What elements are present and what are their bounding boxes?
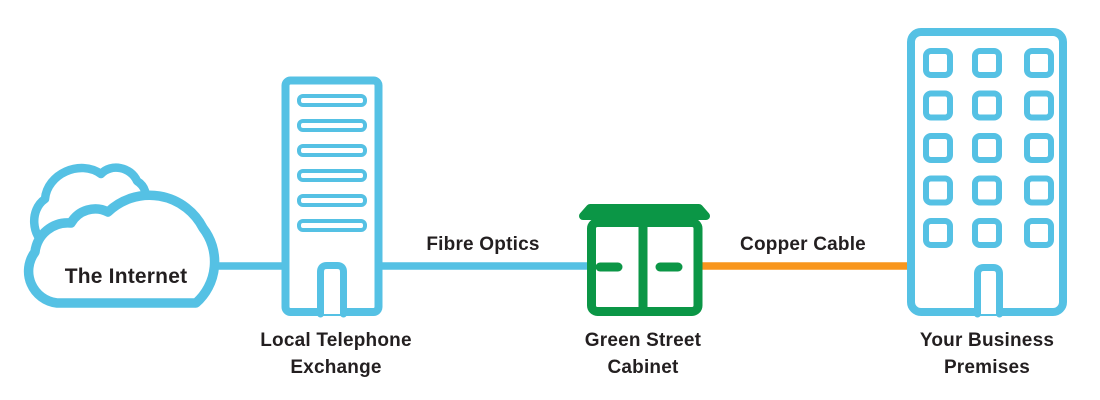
premises-window <box>923 218 953 248</box>
premises-window <box>1024 133 1054 163</box>
telephone-exchange-building-icon <box>281 76 383 318</box>
cloud-front-puff <box>23 190 220 308</box>
internet-cloud-icon <box>23 163 220 308</box>
premises-window <box>1024 218 1054 248</box>
internet-label: The Internet <box>64 265 188 288</box>
exchange-window-slat <box>297 119 367 132</box>
exchange-window-slat <box>297 144 367 157</box>
copper-cable-label: Copper Cable <box>740 234 866 255</box>
premises-door <box>974 264 1003 318</box>
premises-label: Your Business Premises <box>919 330 1055 378</box>
fibre-optics-label: Fibre Optics <box>426 234 540 255</box>
premises-window <box>972 90 1002 121</box>
cabinet-label: Green Street Cabinet <box>584 330 702 378</box>
premises-window <box>923 90 953 121</box>
exchange-window-slat <box>297 194 367 207</box>
premises-window <box>1024 48 1054 78</box>
cloud-back-puff <box>30 163 150 249</box>
premises-window <box>923 133 953 163</box>
exchange-window-slat <box>297 219 367 232</box>
premises-window <box>923 175 953 206</box>
street-cabinet-icon <box>579 204 710 316</box>
premises-window <box>972 218 1002 248</box>
premises-window <box>1024 175 1054 206</box>
premises-window <box>972 175 1002 206</box>
exchange-window-slat <box>297 94 367 107</box>
exchange-door <box>317 262 347 318</box>
exchange-window-slat <box>297 169 367 182</box>
premises-window <box>972 133 1002 163</box>
exchange-label: Local Telephone Exchange <box>260 330 412 378</box>
business-premises-building-icon <box>907 28 1067 318</box>
premises-window <box>923 48 953 78</box>
premises-window <box>972 48 1002 78</box>
premises-window <box>1024 90 1054 121</box>
cabinet-roof <box>579 204 710 220</box>
